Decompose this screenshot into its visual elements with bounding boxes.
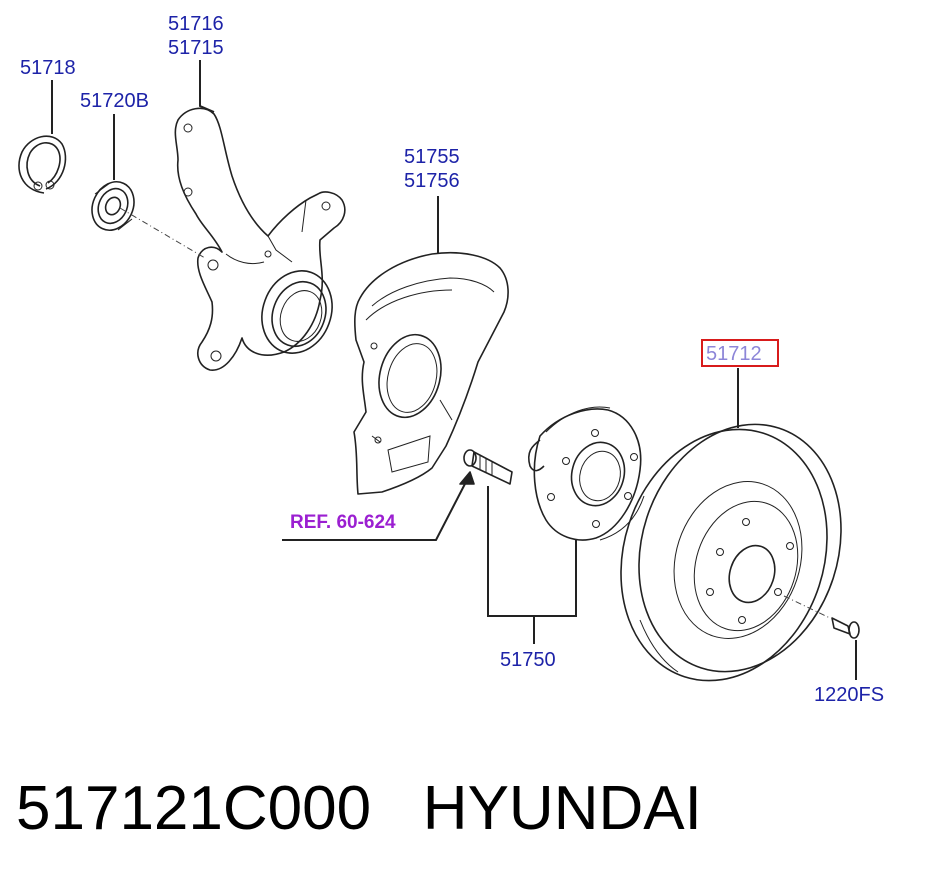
axis-line-screw bbox=[783, 595, 831, 619]
exploded-parts-diagram: 51716 51715 51718 51720B 51755 51756 517… bbox=[18, 13, 884, 706]
brake-disc-51712 bbox=[620, 423, 842, 682]
label-51720b[interactable]: 51720B bbox=[80, 90, 149, 112]
dust-cover-51755-51756 bbox=[353, 251, 509, 495]
bearing-51720b bbox=[91, 181, 135, 231]
highlight-box-51712 bbox=[701, 339, 779, 367]
caption-brand: HYUNDAI bbox=[422, 774, 702, 843]
caption-gap bbox=[371, 774, 423, 843]
label-51716[interactable]: 51716 bbox=[168, 13, 224, 35]
caption-part-number: 517121C000 bbox=[16, 774, 372, 843]
screw-1220fs bbox=[831, 617, 860, 639]
leader-ref-arrow bbox=[459, 471, 475, 485]
wheel-hub-51750 bbox=[527, 406, 645, 541]
label-1220fs[interactable]: 1220FS bbox=[814, 684, 884, 706]
label-51712[interactable]: 51712 bbox=[706, 343, 762, 365]
label-51715[interactable]: 51715 bbox=[168, 37, 224, 59]
snap-ring-51718 bbox=[18, 135, 67, 194]
label-51755[interactable]: 51755 bbox=[404, 146, 460, 168]
label-51718[interactable]: 51718 bbox=[20, 57, 76, 79]
leader-51750-bracket bbox=[487, 486, 577, 644]
label-51750[interactable]: 51750 bbox=[500, 649, 556, 671]
leader-ref bbox=[282, 477, 469, 541]
steering-knuckle-51715-51716 bbox=[174, 107, 346, 371]
reference-label[interactable]: REF. 60-624 bbox=[290, 512, 396, 533]
caption: 517121C000 HYUNDAI bbox=[16, 764, 916, 854]
axis-line-bearing bbox=[119, 207, 206, 259]
leader-51716 bbox=[199, 60, 215, 113]
label-51756[interactable]: 51756 bbox=[404, 170, 460, 192]
wheel-bolt bbox=[463, 449, 513, 485]
